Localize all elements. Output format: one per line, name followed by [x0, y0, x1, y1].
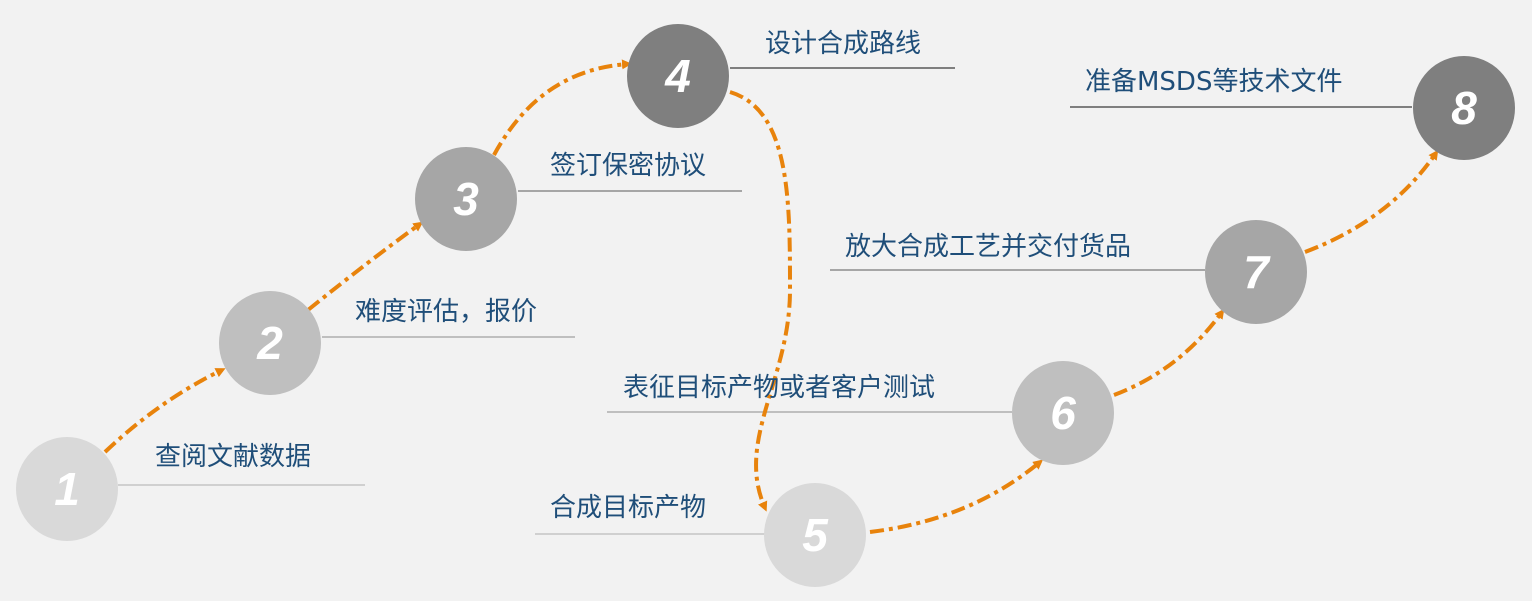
step-node-1: 1 — [16, 437, 118, 541]
step-circle — [1205, 220, 1307, 324]
step-number: 4 — [664, 50, 691, 102]
arrow-4-to-5 — [729, 90, 793, 512]
arrow-6-to-7 — [1113, 308, 1225, 397]
step-node-5: 5 — [764, 483, 866, 587]
step-circle — [764, 483, 866, 587]
arrow-2-to-3 — [306, 221, 424, 312]
step-number: 1 — [54, 463, 80, 515]
step-node-6: 6 — [1012, 361, 1114, 465]
step-label-7: 放大合成工艺并交付货品 — [845, 232, 1132, 262]
step-number: 6 — [1050, 387, 1076, 439]
step-label-1: 查阅文献数据 — [155, 442, 312, 472]
step-circle — [1413, 56, 1515, 160]
step-circle — [16, 437, 118, 541]
step-number: 7 — [1243, 246, 1271, 298]
arrow-5-to-6 — [869, 459, 1044, 534]
step-label-3: 签订保密协议 — [550, 151, 707, 181]
arrow-7-to-8 — [1304, 149, 1439, 254]
step-node-8: 8 — [1413, 56, 1515, 160]
step-label-2: 难度评估，报价 — [355, 297, 538, 327]
step-number: 3 — [453, 173, 479, 225]
step-label-8: 准备MSDS等技术文件 — [1085, 67, 1343, 97]
step-node-7: 7 — [1205, 220, 1307, 324]
step-circle — [1012, 361, 1114, 465]
arrow-1-to-2 — [103, 368, 226, 454]
step-number: 5 — [802, 509, 829, 561]
step-circle — [415, 147, 517, 251]
step-label-6: 表征目标产物或者客户测试 — [623, 373, 936, 403]
step-circle — [219, 291, 321, 395]
step-label-5: 合成目标产物 — [550, 493, 707, 523]
step-label-4: 设计合成路线 — [765, 29, 922, 59]
step-number: 8 — [1451, 82, 1477, 134]
step-number: 2 — [256, 317, 283, 369]
step-node-4: 4 — [627, 24, 729, 128]
step-node-2: 2 — [219, 291, 321, 395]
step-node-3: 3 — [415, 147, 517, 251]
step-circle — [627, 24, 729, 128]
arrow-3-to-4 — [492, 59, 632, 156]
